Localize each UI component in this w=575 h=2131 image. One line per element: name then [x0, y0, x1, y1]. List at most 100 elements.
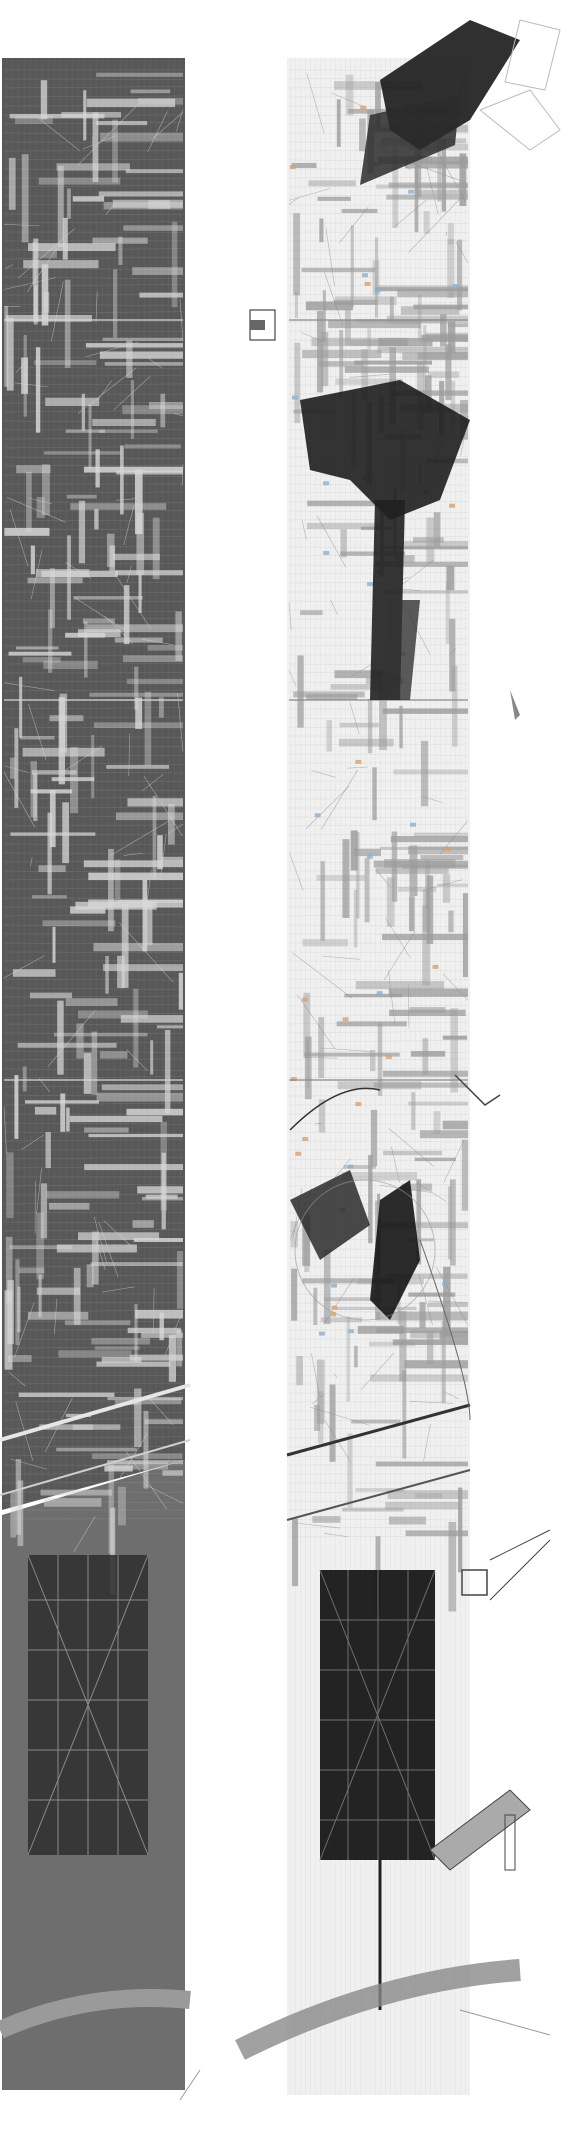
beam-bar: [328, 320, 421, 329]
beam-bar: [29, 992, 72, 999]
color-accent-tab: [364, 281, 371, 286]
construction-line: [360, 1352, 394, 1391]
beam-bar: [388, 1516, 426, 1525]
survey-line: [3, 600, 184, 602]
survey-line: [3, 185, 184, 188]
beam-bar: [83, 860, 183, 868]
color-accent-tab: [331, 1305, 338, 1310]
construction-line: [74, 597, 129, 633]
beam-bar: [23, 260, 99, 269]
beam-bar: [65, 998, 118, 1006]
survey-line: [288, 1175, 469, 1178]
column-bar: [83, 90, 87, 141]
column-bar: [33, 772, 38, 822]
beam-bar: [386, 1273, 468, 1279]
beam-bar: [129, 1354, 183, 1361]
beam-bar: [291, 162, 317, 169]
right-tower-grid: [319, 1569, 436, 1861]
beam-bar: [386, 590, 468, 594]
column-bar: [150, 1040, 154, 1075]
beam-bar: [15, 115, 53, 124]
color-accent-tab: [442, 1281, 449, 1286]
construction-line: [296, 994, 336, 1049]
left-panel-structures: [3, 69, 184, 1595]
survey-line: [3, 1347, 184, 1349]
beam-bar: [389, 1009, 466, 1016]
column-bar: [425, 860, 430, 909]
construction-line: [54, 1298, 58, 1335]
left-panel: [0, 58, 191, 2090]
survey-line: [3, 1202, 184, 1205]
beam-bar: [73, 596, 143, 600]
survey-line: [288, 1526, 469, 1529]
survey-line: [3, 1374, 184, 1376]
column-bar: [62, 217, 68, 260]
beam-bar: [125, 169, 183, 174]
beam-bar: [101, 1084, 183, 1091]
beam-bar: [122, 405, 183, 415]
column-bar: [426, 517, 435, 563]
column-bar: [342, 839, 350, 918]
column-bar: [318, 1099, 326, 1133]
survey-line: [3, 491, 184, 494]
beam-bar: [351, 1419, 401, 1424]
construction-line: [148, 357, 162, 369]
beam-bar: [447, 323, 468, 328]
construction-line: [143, 776, 183, 837]
column-bar: [91, 734, 95, 799]
column-bar: [374, 237, 379, 318]
right-panel: [235, 20, 521, 2095]
survey-line: [288, 951, 469, 954]
beam-bar: [78, 1232, 160, 1241]
column-bar: [83, 1052, 92, 1094]
survey-line: [288, 1005, 469, 1007]
column-bar: [443, 1266, 451, 1336]
column-bar: [451, 665, 458, 747]
beam-bar: [22, 657, 61, 663]
construction-line: [65, 562, 92, 579]
column-bar: [136, 512, 144, 575]
beam-bar: [316, 874, 365, 881]
construction-line: [288, 196, 300, 205]
color-accent-tab: [355, 1102, 362, 1107]
construction-line: [173, 413, 184, 417]
floating-fragments: [179, 19, 561, 2101]
column-bar: [437, 134, 442, 202]
color-accent-tab: [323, 550, 330, 555]
right-diagonal-beam: [286, 1403, 471, 1457]
construction-line: [412, 163, 465, 183]
color-accent-tab: [374, 288, 381, 293]
beam-bar: [388, 182, 468, 188]
survey-line: [3, 726, 184, 729]
column-bar: [399, 1310, 407, 1382]
beam-bar: [10, 832, 96, 836]
column-bar: [423, 211, 430, 234]
column-bar: [108, 848, 114, 932]
survey-line: [3, 347, 184, 350]
survey-line: [3, 464, 184, 467]
beam-bar: [373, 1082, 468, 1088]
construction-line: [288, 602, 292, 631]
construction-line: [3, 955, 45, 979]
column-bar: [290, 1221, 298, 1248]
construction-line: [410, 1401, 454, 1404]
beam-bar: [12, 969, 56, 977]
column-bar: [445, 581, 450, 644]
beam-bar: [107, 1461, 169, 1470]
beam-bar: [133, 1238, 183, 1242]
survey-line: [288, 1437, 469, 1439]
beam-bar: [339, 738, 394, 747]
beam-bar: [84, 1127, 129, 1133]
column-bar: [134, 469, 143, 535]
beam-bar: [92, 418, 156, 427]
beam-bar: [375, 867, 449, 874]
column-bar: [336, 99, 341, 147]
construction-line: [415, 1181, 446, 1202]
beam-bar: [38, 177, 121, 185]
column-bar: [416, 1179, 422, 1265]
beam-bar: [410, 1330, 468, 1339]
construction-line: [30, 550, 43, 600]
column-bar: [78, 500, 86, 564]
beam-bar: [94, 1346, 140, 1350]
beam-bar: [341, 208, 378, 213]
